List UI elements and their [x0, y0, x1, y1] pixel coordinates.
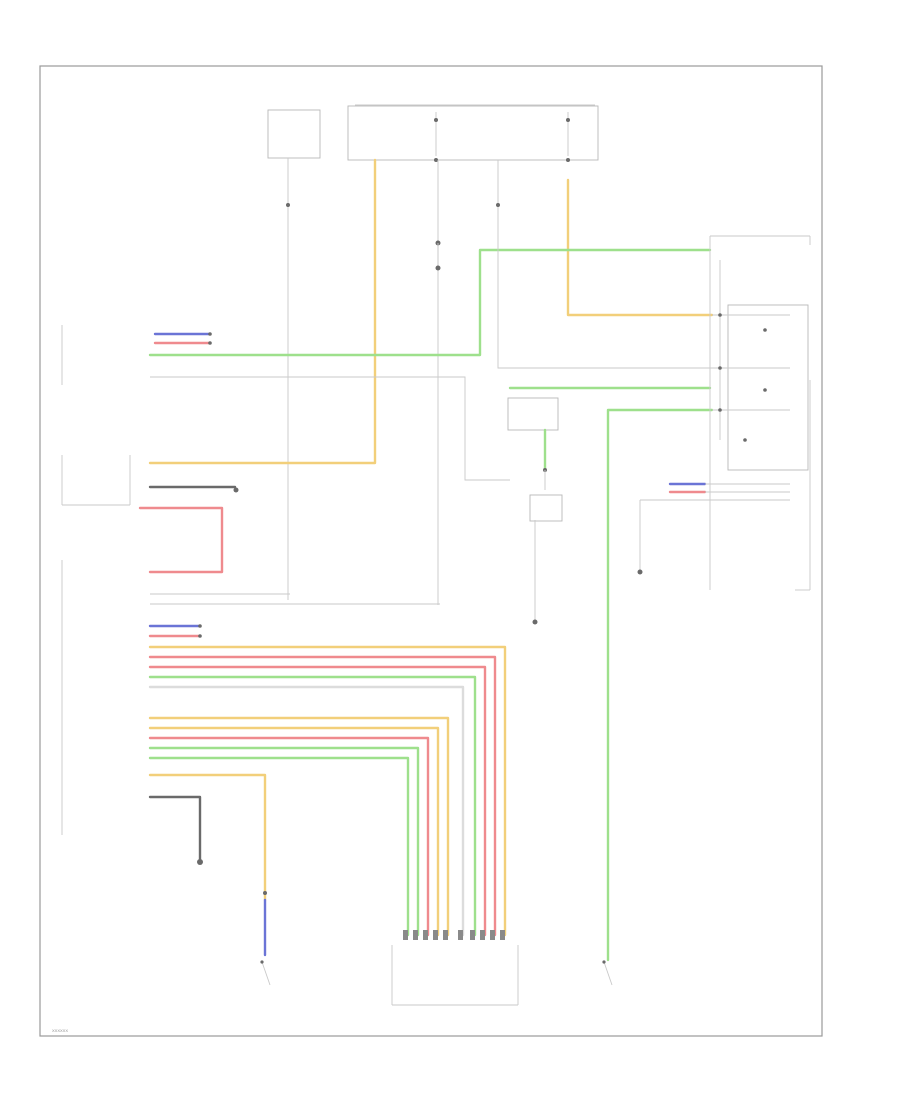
bottom-connector	[391, 930, 519, 1006]
wire-gray-right	[150, 376, 510, 481]
ground-left	[197, 859, 203, 865]
wire-yellow-fuse-to-module	[148, 158, 377, 465]
switch-bottom-right	[602, 960, 613, 986]
wire-bundle	[148, 645, 507, 937]
center-switch	[507, 386, 712, 625]
page-code: XXXXXX	[52, 1028, 68, 1033]
left-connector-mid	[148, 624, 202, 638]
wire-green-right-vertical	[606, 408, 714, 962]
left-module	[61, 455, 440, 835]
top-fuse-block	[267, 104, 599, 162]
fuse-box-left	[267, 109, 321, 159]
diagram-frame	[39, 65, 823, 1037]
wire-yellow-fuse-to-right	[566, 178, 714, 317]
fuse-box-main	[347, 105, 599, 161]
ground-mid	[436, 266, 440, 270]
right-module	[709, 235, 811, 591]
wire-green-top	[148, 248, 712, 357]
fuse-drops	[286, 158, 500, 605]
left-connector-top	[61, 325, 212, 385]
wire-yellow-switch	[148, 773, 267, 902]
switch-bottom-left	[260, 960, 271, 986]
right-connector-leads	[637, 482, 790, 575]
